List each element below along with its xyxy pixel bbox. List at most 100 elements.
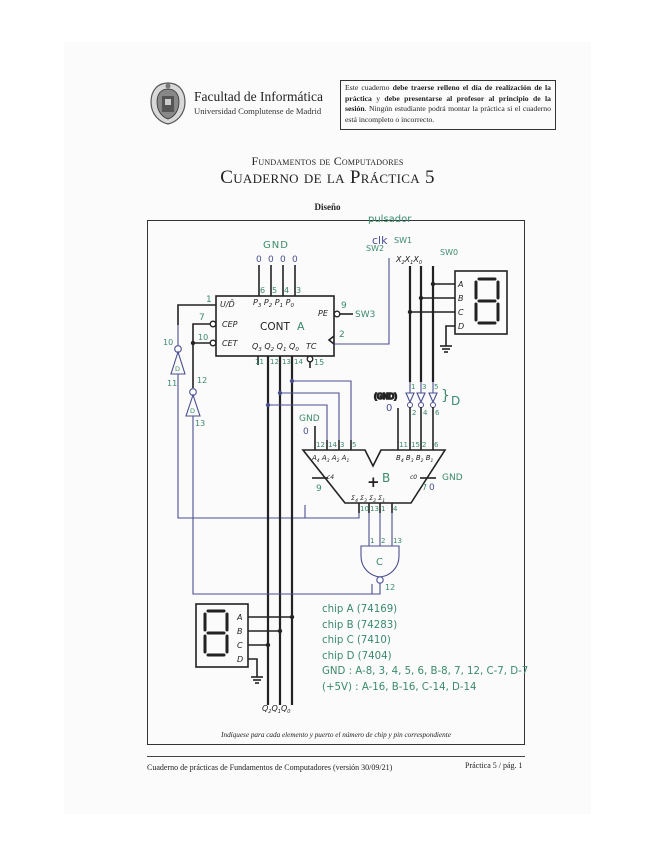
svg-text:D: D bbox=[237, 655, 243, 664]
cep-bubble bbox=[209, 320, 217, 328]
adder-chip-label: B bbox=[382, 471, 390, 485]
display-bottom bbox=[195, 603, 249, 668]
tc-bubble bbox=[306, 355, 314, 363]
wire-inv1-out bbox=[177, 374, 306, 519]
svg-text:9: 9 bbox=[316, 484, 322, 494]
ground-icon-top bbox=[440, 345, 452, 353]
wire-inv2-out bbox=[192, 416, 373, 595]
university-crest-icon bbox=[150, 82, 186, 125]
svg-text:B: B bbox=[458, 294, 464, 303]
notice-text-2: debe traerse relleno el día de realizaci… bbox=[345, 83, 551, 103]
note-chip-a: chip A (74169) bbox=[322, 604, 398, 615]
faculty-subtitle: Universidad Complutense de Madrid bbox=[194, 106, 322, 116]
adder-a-labels: A4 A3 A2 A1 bbox=[311, 454, 349, 464]
counter-chip-a bbox=[215, 295, 335, 357]
nand-chip-label: C bbox=[376, 557, 383, 568]
zero-p3: 0 bbox=[256, 255, 262, 265]
adder-zero-a: 0 bbox=[303, 427, 309, 437]
note-gnd: GND : A-8, 3, 4, 5, 6, B-8, 7, 12, C-7, … bbox=[322, 666, 529, 678]
seven-segment-icon-top bbox=[474, 277, 500, 325]
sw2-label: SW2 bbox=[366, 244, 384, 253]
counter-cet-label: CET bbox=[222, 339, 239, 348]
svg-text:C: C bbox=[237, 641, 243, 650]
adder-zero-c0: 0 bbox=[429, 483, 435, 493]
svg-text:D: D bbox=[175, 365, 180, 373]
seven-segment-icon-bottom bbox=[203, 609, 229, 657]
pin-q2: 12 bbox=[270, 358, 279, 366]
notice-text-5: . Ningún estudiante podrá montar la prác… bbox=[345, 104, 551, 124]
adder-gnd-c0-label: GND bbox=[442, 473, 463, 483]
counter-p3-label: P3 P2 P1 P0 bbox=[253, 298, 294, 309]
svg-text:13: 13 bbox=[370, 505, 379, 513]
pin-ud: 1 bbox=[206, 295, 212, 305]
sw3-label: SW3 bbox=[355, 310, 375, 320]
pin-pe: 9 bbox=[341, 301, 347, 311]
sw0-label: SW0 bbox=[440, 248, 458, 257]
nand-out-pin: 12 bbox=[385, 583, 395, 592]
svg-text:2: 2 bbox=[422, 441, 426, 449]
zero-p2: 0 bbox=[268, 255, 274, 265]
counter-tc-label: TC bbox=[306, 342, 317, 351]
inv1-out-pin: 11 bbox=[167, 379, 177, 388]
display-top bbox=[454, 270, 508, 335]
svg-text:B: B bbox=[237, 627, 243, 636]
counter-pe-label: PE bbox=[318, 309, 329, 318]
svg-text:A: A bbox=[236, 613, 242, 622]
adder-c0-label: c0 bbox=[410, 474, 417, 481]
brace-icon: } bbox=[441, 388, 450, 404]
pin-cep: 7 bbox=[199, 313, 205, 323]
cet-bubble bbox=[209, 339, 217, 347]
section-heading: Diseño bbox=[314, 202, 341, 212]
notice-text-4: debe presentarse al profesor al principi… bbox=[345, 93, 551, 114]
svg-text:6: 6 bbox=[434, 441, 439, 449]
gnd-top-label: GND bbox=[263, 240, 289, 251]
pin-p2: 5 bbox=[272, 286, 277, 295]
wire-ud bbox=[177, 304, 216, 325]
svg-text:D: D bbox=[458, 322, 464, 331]
faculty-title: Facultad de Informática bbox=[194, 89, 323, 104]
clk-label: clk bbox=[372, 234, 388, 247]
notice-text-3: y bbox=[371, 93, 385, 103]
notice-text-1: Este cuaderno bbox=[345, 83, 393, 92]
svg-text:2: 2 bbox=[381, 537, 385, 545]
instruction-text: Indíquese para cada elemento y puerto el… bbox=[221, 731, 451, 739]
gnd-zero-inputs: 0 0 0 0 bbox=[256, 255, 298, 265]
inv1-in-pin: 10 bbox=[163, 338, 173, 347]
adder-b-labels: B4 B3 B2 B1 bbox=[396, 454, 434, 464]
svg-text:1: 1 bbox=[411, 383, 415, 391]
pin-q3: 11 bbox=[255, 358, 264, 366]
zero-p1: 0 bbox=[280, 255, 286, 265]
adder-c4-label: c4 bbox=[327, 474, 334, 481]
footer-divider bbox=[147, 756, 525, 757]
wire-q1-a2 bbox=[280, 392, 340, 440]
footer-page-number: Práctica 5 / pág. 1 bbox=[465, 761, 523, 770]
gnd-note: (GND) bbox=[374, 392, 397, 401]
svg-text:1: 1 bbox=[370, 537, 374, 545]
zero-p0: 0 bbox=[292, 255, 298, 265]
wire-nand-out bbox=[193, 583, 381, 595]
pin-cet: 10 bbox=[198, 333, 208, 342]
footer-left: Cuaderno de prácticas de Fundamentos de … bbox=[147, 763, 393, 772]
nand-bubble bbox=[376, 576, 384, 584]
counter-ud-label: U/D̄ bbox=[220, 299, 235, 309]
wire-q0-a1 bbox=[292, 380, 352, 440]
adder-chip-b bbox=[301, 449, 447, 504]
sw1-label: SW1 bbox=[394, 236, 412, 245]
note-chip-c: chip C (7410) bbox=[322, 635, 391, 647]
inv2-in-pin: 12 bbox=[197, 376, 207, 385]
x-input-labels: X2X1X0 bbox=[395, 255, 422, 266]
adder-gnd-a-label: GND bbox=[299, 414, 320, 424]
adder-sum-labels: Σ4 Σ3 Σ2 Σ1 bbox=[351, 494, 385, 504]
pin-q0: 14 bbox=[294, 358, 303, 366]
svg-text:14: 14 bbox=[328, 441, 337, 449]
svg-text:10: 10 bbox=[360, 505, 369, 513]
counter-q-labels: Q3 Q2 Q1 Q0 bbox=[252, 342, 299, 353]
pin-p0: 3 bbox=[296, 286, 301, 295]
chip-notes: chip A (74169) chip B (74283) chip C (74… bbox=[322, 602, 528, 696]
note-vcc: (+5V) : A-16, B-16, C-14, D-14 bbox=[322, 681, 477, 693]
note-chip-d: chip D (7404) bbox=[322, 650, 392, 662]
subject-heading: Fundamentos de Computadores bbox=[251, 154, 404, 168]
svg-text:15: 15 bbox=[411, 441, 420, 449]
pulsador-label: pulsador bbox=[368, 214, 412, 225]
